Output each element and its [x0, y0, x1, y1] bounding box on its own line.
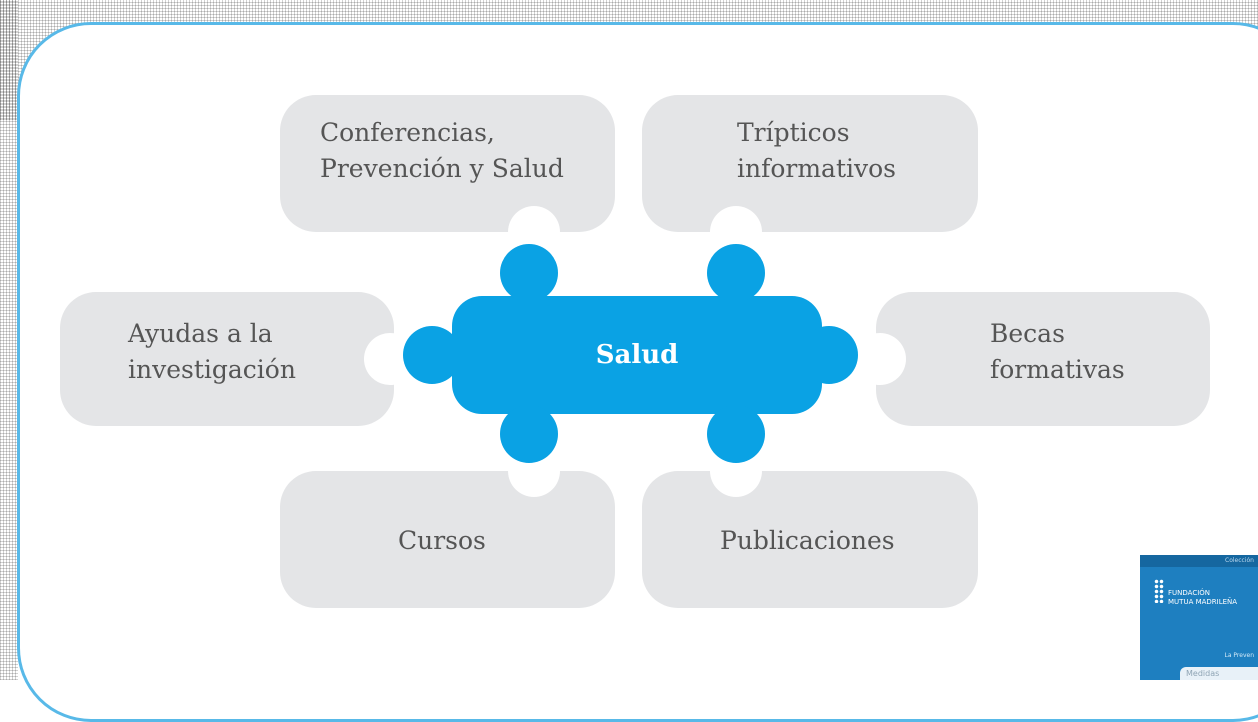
panel-tripticos: Trípticos informativos [642, 95, 978, 232]
panel-label: Ayudas a la investigación [128, 319, 296, 384]
thumbnail-subtitle: La Preven [1224, 652, 1254, 659]
center-puzzle-body [452, 296, 822, 414]
puzzle-notch [710, 206, 762, 232]
foundation-logo-icon [1154, 579, 1164, 603]
puzzle-knob [707, 244, 765, 302]
panel-label: Cursos [398, 526, 486, 555]
puzzle-knob [403, 326, 461, 384]
puzzle-knob [800, 326, 858, 384]
brochure-thumbnail: Colección FUNDACIÓN MUTUA MADRILEÑA La P… [1140, 555, 1258, 680]
puzzle-notch [876, 333, 906, 385]
puzzle-notch [508, 206, 560, 232]
panel-label: Conferencias, Prevención y Salud [320, 118, 564, 183]
panel-label: Publicaciones [720, 526, 895, 555]
panel-label: Trípticos informativos [737, 118, 897, 183]
puzzle-knob [500, 244, 558, 302]
panel-ayudas: Ayudas a la investigación [60, 292, 394, 426]
background-pattern-left [0, 0, 18, 680]
center-label: Salud [595, 340, 679, 370]
thumbnail-org: FUNDACIÓN MUTUA MADRILEÑA [1168, 589, 1238, 606]
panel-label: Becas formativas [990, 319, 1125, 384]
panel-becas: Becas formativas [876, 292, 1210, 426]
puzzle-knob [500, 405, 558, 463]
thumbnail-bottom: Medidas [1180, 667, 1258, 680]
puzzle-notch [364, 333, 394, 385]
thumbnail-header: Colección [1140, 555, 1258, 567]
puzzle-notch [508, 471, 560, 497]
panel-conferencias: Conferencias, Prevención y Salud [280, 95, 615, 232]
puzzle-notch [710, 471, 762, 497]
panel-publicaciones: Publicaciones [642, 471, 978, 608]
puzzle-knob [707, 405, 765, 463]
panel-cursos: Cursos [280, 471, 615, 608]
